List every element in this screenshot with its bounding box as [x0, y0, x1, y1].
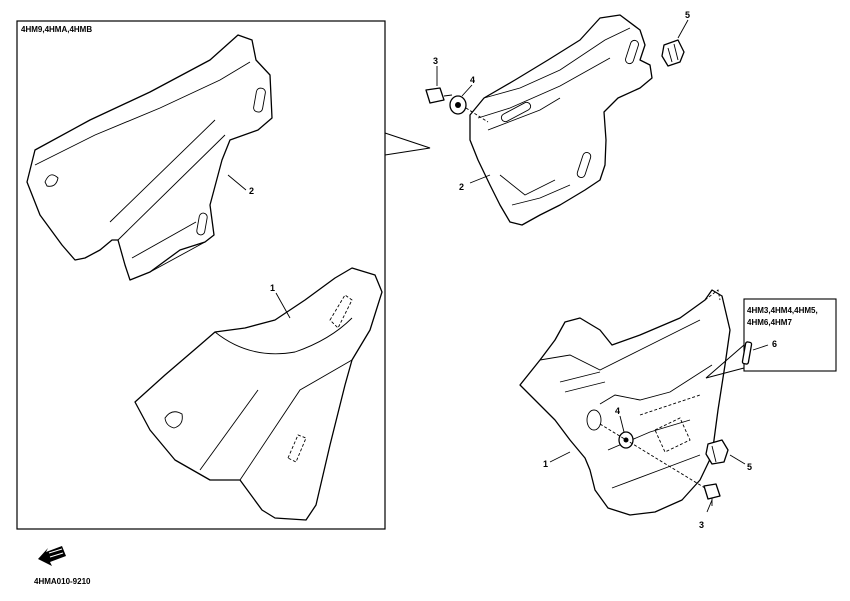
right-bolt-3 [703, 483, 721, 506]
callout-right-cover-1: 1 [543, 459, 548, 469]
callout-inset-cover-2: 2 [249, 186, 254, 196]
right-side-cover-1 [519, 289, 731, 516]
callout-right-bolt-3: 3 [699, 520, 704, 530]
callout-variants-line2: 4HM6,4HM7 [747, 318, 792, 327]
inset-variants-label: 4HM9,4HMA,4HMB [21, 25, 92, 34]
figure-code: 4HMA010-9210 [34, 577, 91, 586]
callout-variants-line1: 4HM3,4HM4,4HM5, [747, 306, 818, 315]
inset-frame [16, 20, 431, 530]
callout-right-nut-5: 5 [747, 462, 752, 472]
right-damper-6 [741, 341, 753, 365]
top-bolt-3 [425, 87, 453, 104]
callout-top-washer-4: 4 [470, 75, 475, 85]
callout-top-nut-5: 5 [685, 10, 690, 20]
top-nut-5 [661, 39, 685, 67]
inset-side-cover-2 [26, 34, 273, 281]
top-side-cover-2 [469, 14, 653, 226]
callout-right-washer-4: 4 [615, 406, 620, 416]
top-washer-4 [449, 95, 467, 115]
right-nut-5 [705, 439, 729, 465]
inset-side-cover-1 [134, 267, 383, 521]
variants-callout-box [705, 298, 837, 379]
front-direction-arrow-icon [38, 546, 66, 566]
callout-inset-cover-1: 1 [270, 283, 275, 293]
callout-top-bolt-3: 3 [433, 56, 438, 66]
callout-right-damper-6: 6 [772, 339, 777, 349]
callout-top-cover-2: 2 [459, 182, 464, 192]
